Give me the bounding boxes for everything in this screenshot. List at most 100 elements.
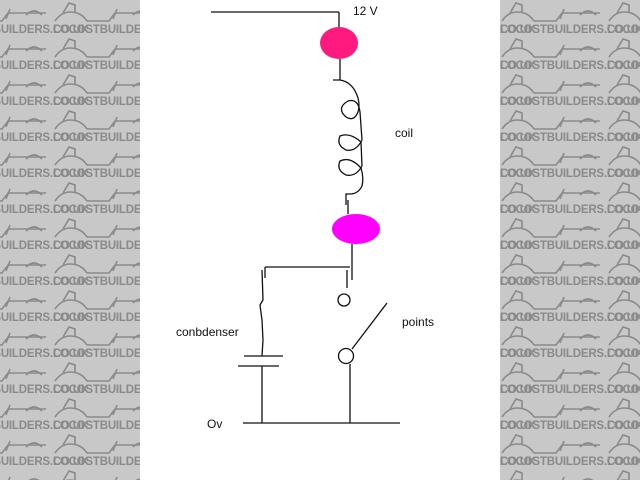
watermark-tile: LOCOSTBUILDERS.CO.UK <box>607 1 640 37</box>
watermark-tile: LOCOSTBUILDERS.CO.UK <box>53 37 140 73</box>
watermark-row: LOCOSTBUILDERS.CO.UKLOCOSTBUILDERS.CO.UK… <box>500 253 640 289</box>
car-silhouette-icon <box>54 38 140 58</box>
watermark-tile: LOCOSTBUILDERS.CO.UK <box>500 109 640 145</box>
watermark-panel-left: LOCOSTBUILDERS.CO.UKLOCOSTBUILDERS.CO.UK… <box>0 0 140 480</box>
car-silhouette-icon <box>608 2 640 22</box>
watermark-text: LOCOSTBUILDERS.CO.UK <box>0 456 89 468</box>
car-silhouette-icon <box>54 434 140 454</box>
car-silhouette-icon <box>501 2 600 22</box>
watermark-tile: LOCOSTBUILDERS.CO.UK <box>53 433 140 469</box>
watermark-tile: LOCOSTBUILDERS.CO.UK <box>500 397 640 433</box>
watermark-text: LOCOSTBUILDERS.CO.UK <box>0 384 89 396</box>
watermark-text: LOCOSTBUILDERS.CO.UK <box>500 348 536 360</box>
watermark-tile: LOCOSTBUILDERS.CO.UK <box>53 109 140 145</box>
watermark-text: LOCOSTBUILDERS.CO.UK <box>53 240 140 252</box>
watermark-row: LOCOSTBUILDERS.CO.UKLOCOSTBUILDERS.CO.UK… <box>500 109 640 145</box>
watermark-text: LOCOSTBUILDERS.CO.UK <box>500 204 536 216</box>
watermark-row: LOCOSTBUILDERS.CO.UKLOCOSTBUILDERS.CO.UK… <box>500 217 640 253</box>
watermark-text: LOCOSTBUILDERS.CO.UK <box>53 456 140 468</box>
car-silhouette-icon <box>501 74 600 94</box>
watermark-row: LOCOSTBUILDERS.CO.UKLOCOSTBUILDERS.CO.UK… <box>500 181 640 217</box>
points-switch-icon <box>337 293 388 423</box>
watermark-tile: LOCOSTBUILDERS.CO.UK <box>607 109 640 145</box>
car-silhouette-icon <box>62 470 140 480</box>
watermark-tile: LOCOSTBUILDERS.CO.UK <box>607 37 640 73</box>
car-silhouette-icon <box>501 326 600 346</box>
watermark-text: LOCOSTBUILDERS.CO.UK <box>607 384 640 396</box>
car-silhouette-icon <box>0 368 46 382</box>
watermark-text: LOCOSTBUILDERS.CO.UK <box>500 240 536 252</box>
watermark-text: LOCOSTBUILDERS.CO.UK <box>500 312 640 324</box>
watermark-text: LOCOSTBUILDERS.CO.UK <box>500 60 536 72</box>
watermark-text: LOCOSTBUILDERS.CO.UK <box>0 240 89 252</box>
car-silhouette-icon <box>509 470 594 480</box>
watermark-tile: LOCOSTBUILDERS.CO.UK <box>500 469 607 480</box>
supply-terminal-icon <box>320 27 358 59</box>
coil-output-terminal-icon <box>332 214 380 244</box>
watermark-text: LOCOSTBUILDERS.CO.UK <box>500 96 536 108</box>
watermark-tile: LOCOSTBUILDERS.CO.UK <box>500 361 640 397</box>
watermark-text: LOCOSTBUILDERS.CO.UK <box>0 132 89 144</box>
watermark-tile: LOCOSTBUILDERS.CO.UK <box>607 289 640 325</box>
watermark-text: LOCOSTBUILDERS.CO.UK <box>500 168 640 180</box>
watermark-row: LOCOSTBUILDERS.CO.UKLOCOSTBUILDERS.CO.UK… <box>0 217 140 253</box>
watermark-text: LOCOSTBUILDERS.CO.UK <box>500 348 640 360</box>
car-silhouette-icon <box>54 290 140 310</box>
supply-wire <box>211 11 340 27</box>
watermark-tile: LOCOSTBUILDERS.CO.UK <box>0 1 89 37</box>
car-silhouette-icon <box>54 2 140 22</box>
watermark-text: LOCOSTBUILDERS.CO.UK <box>500 24 536 36</box>
watermark-text: LOCOSTBUILDERS.CO.UK <box>607 348 640 360</box>
car-silhouette-icon <box>608 290 640 310</box>
watermark-tile: LOCOSTBUILDERS.CO.UK <box>53 145 140 181</box>
car-silhouette-icon <box>608 146 640 166</box>
watermark-text: LOCOSTBUILDERS.CO.UK <box>0 96 89 108</box>
car-silhouette-icon <box>501 182 600 202</box>
car-silhouette-icon <box>54 326 140 346</box>
watermark-row: LOCOSTBUILDERS.CO.UK LOCOSTBUILDERS.CO.UK… <box>500 145 640 181</box>
watermark-text: LOCOSTBUILDERS.CO.UK <box>500 384 640 396</box>
watermark-tile: LOCOSTBUILDERS.CO.UK <box>53 397 140 433</box>
watermark-tile: LOCOSTBUILDERS.CO.UK <box>53 469 140 480</box>
car-silhouette-icon <box>0 80 46 94</box>
watermark-tile: LOCOSTBUILDERS.CO.UK <box>0 397 89 433</box>
watermark-text: LOCOSTBUILDERS.CO.UK <box>0 204 89 216</box>
watermark-text: LOCOSTBUILDERS.CO.UK <box>607 420 640 432</box>
watermark-row: LOCOSTBUILDERS.CO.UKLOCOSTBUILDERS.CO.UK… <box>0 73 140 109</box>
watermark-row: LOCOSTBUILDERS.CO.UK LOCOSTBUILDERS.CO.UK… <box>500 73 640 109</box>
watermark-row: LOCOSTBUILDERS.CO.UKLOCOSTBUILDERS.CO.UK… <box>0 433 140 469</box>
watermark-text: LOCOSTBUILDERS.CO.UK <box>607 276 640 288</box>
watermark-text: LOCOSTBUILDERS.CO.UK <box>53 60 140 72</box>
car-silhouette-icon <box>7 476 40 480</box>
watermark-tile: LOCOSTBUILDERS.CO.UK <box>607 361 640 397</box>
watermark-tile: LOCOSTBUILDERS.CO.UK <box>500 433 640 469</box>
car-silhouette-icon <box>608 218 640 238</box>
watermark-tile: LOCOSTBUILDERS.CO.UK <box>500 325 640 361</box>
watermark-tile: LOCOSTBUILDERS.CO.UK <box>500 289 640 325</box>
watermark-text: LOCOSTBUILDERS.CO.UK <box>500 204 640 216</box>
watermark-text: LOCOSTBUILDERS.CO.UK <box>0 348 89 360</box>
watermark-text: LOCOSTBUILDERS.CO.UK <box>500 312 536 324</box>
car-silhouette-icon <box>608 434 640 454</box>
watermark-text: LOCOSTBUILDERS.CO.UK <box>500 384 536 396</box>
watermark-text: LOCOSTBUILDERS.CO.UK <box>607 456 640 468</box>
watermark-text: LOCOSTBUILDERS.CO.UK <box>607 96 640 108</box>
car-silhouette-icon <box>501 38 600 58</box>
watermark-tile: LOCOSTBUILDERS.CO.UK <box>0 37 89 73</box>
watermark-text: LOCOSTBUILDERS.CO.UK <box>500 24 640 36</box>
watermark-text: LOCOSTBUILDERS.CO.UK <box>500 420 640 432</box>
watermark-text: LOCOSTBUILDERS.CO.UK <box>53 168 140 180</box>
watermark-tile: LOCOSTBUILDERS.CO.UK <box>607 145 640 181</box>
car-silhouette-icon <box>608 182 640 202</box>
watermark-tile: LOCOSTBUILDERS.CO.UK <box>0 289 89 325</box>
circuit-diagram: 12 V coil conbdenser points Ov <box>140 0 500 480</box>
car-silhouette-icon <box>0 296 46 310</box>
watermark-tile: LOCOSTBUILDERS.CO.UK <box>0 253 89 289</box>
watermark-tile: LOCOSTBUILDERS.CO.UK <box>500 37 640 73</box>
watermark-text: LOCOSTBUILDERS.CO.UK <box>500 168 536 180</box>
watermark-row: LOCOSTBUILDERS.CO.UK LOCOSTBUILDERS.CO.UK… <box>500 1 640 37</box>
watermark-tile: LOCOSTBUILDERS.CO.UK <box>53 289 140 325</box>
watermark-tile: LOCOSTBUILDERS.CO.UK <box>500 253 640 289</box>
watermark-text: LOCOSTBUILDERS.CO.UK <box>0 168 89 180</box>
car-silhouette-icon <box>501 290 600 310</box>
